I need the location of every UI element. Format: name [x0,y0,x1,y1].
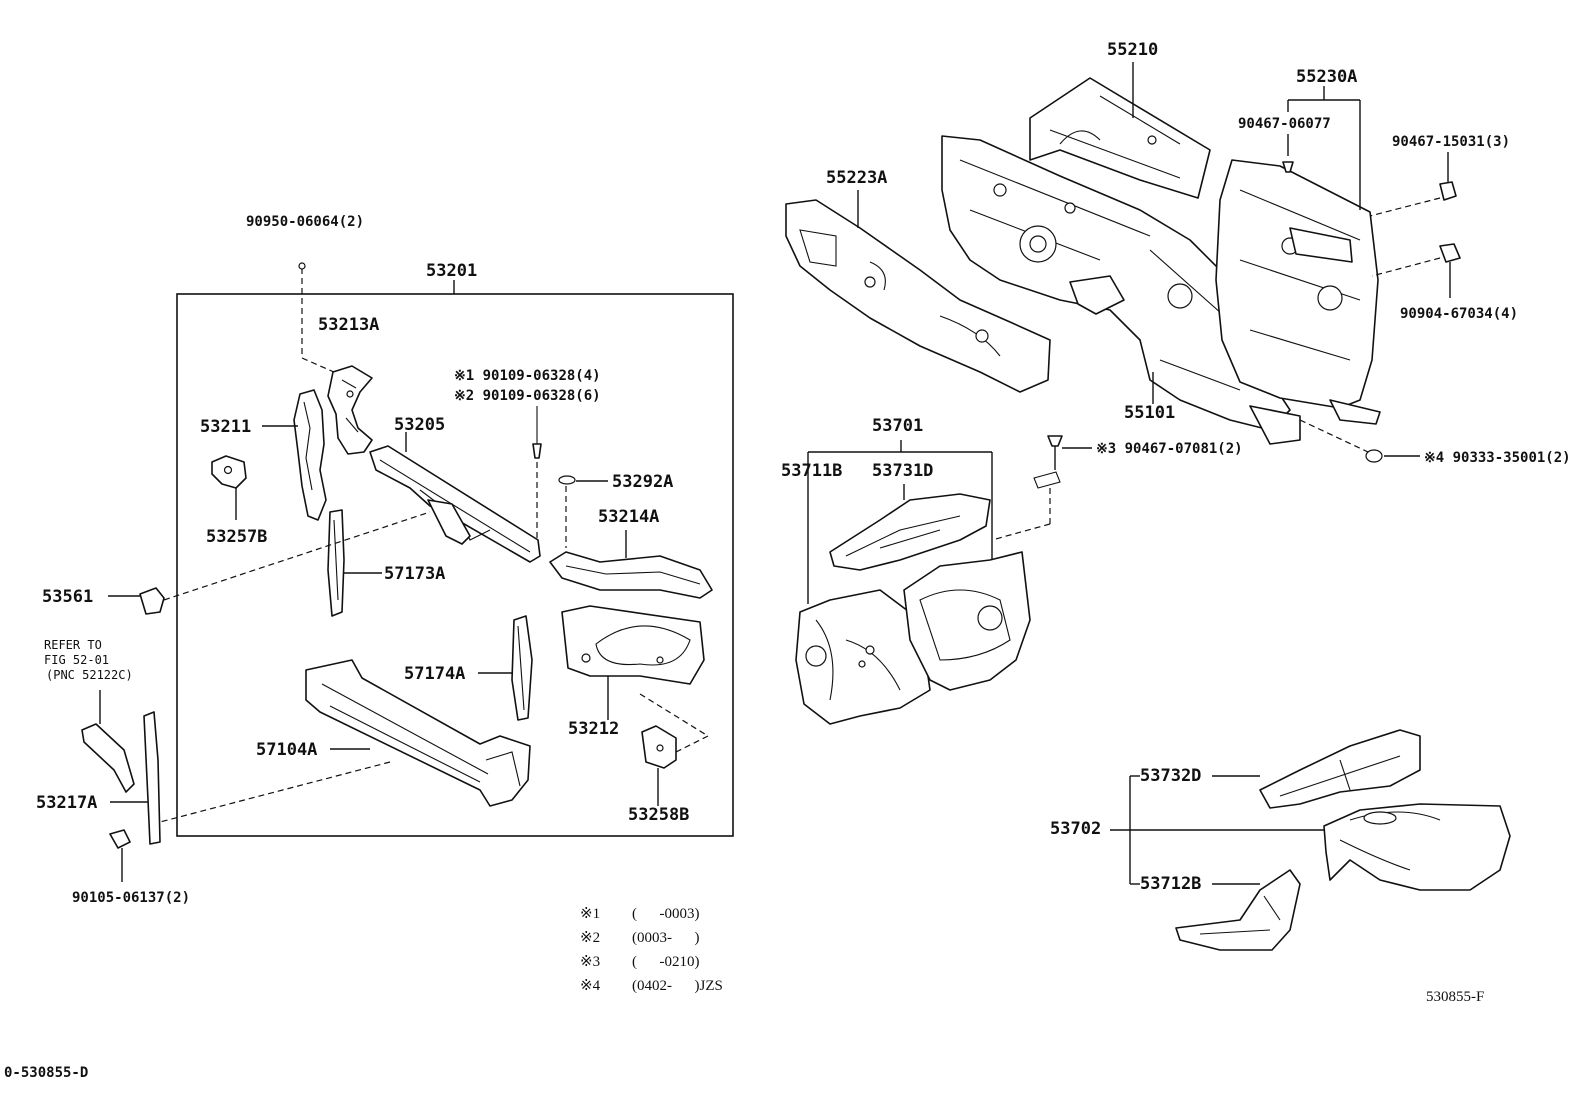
label-53711B[interactable]: 53711B [781,461,842,481]
plug-90333-icon [1365,449,1383,463]
label-53212[interactable]: 53212 [568,719,619,739]
label-90109-06328-6[interactable]: ※2 90109-06328(6) [454,388,601,404]
clip-90904-67034-icon [1439,243,1461,263]
label-90333-35001[interactable]: ※4 90333-35001(2) [1424,450,1571,466]
label-90467-15031[interactable]: 90467-15031(3) [1392,134,1510,150]
label-55230A[interactable]: 55230A [1296,67,1357,87]
label-53561[interactable]: 53561 [42,587,93,607]
label-53701[interactable]: 53701 [872,416,923,436]
label-57173A[interactable]: 57173A [384,564,445,584]
label-57174A[interactable]: 57174A [404,664,465,684]
footnote-mark-3: ※3 [580,954,600,970]
footnote-mark-1: ※1 [580,906,600,922]
label-53214A[interactable]: 53214A [598,507,659,527]
figure-code: 530855-F [1426,989,1484,1005]
part-53211[interactable] [293,389,327,521]
part-53217A[interactable] [81,711,161,845]
refer-line-2: FIG 52-01 [44,653,109,667]
bolt-90109-icon [532,406,542,459]
label-53217A[interactable]: 53217A [36,793,97,813]
bolt-90950-icon [298,262,306,270]
refer-line-1: REFER TO [44,638,102,652]
part-53702-wheelhouse[interactable] [1323,803,1511,891]
part-53258B[interactable] [641,725,677,769]
label-90109-06328-4[interactable]: ※1 90109-06328(4) [454,368,601,384]
label-53213A[interactable]: 53213A [318,315,379,335]
footnote-range-1: ( -0003) [632,906,700,922]
label-53712B[interactable]: 53712B [1140,874,1201,894]
part-53205[interactable] [369,445,541,563]
part-53731D[interactable] [829,493,991,571]
label-53258B[interactable]: 53258B [628,805,689,825]
footnote-range-2: (0003- ) [632,930,700,946]
label-53732D[interactable]: 53732D [1140,766,1201,786]
clip-90467-15031-icon [1439,181,1457,201]
label-90950-06064[interactable]: 90950-06064(2) [246,214,364,230]
part-53561[interactable] [139,587,165,615]
label-53205[interactable]: 53205 [394,415,445,435]
label-53211[interactable]: 53211 [200,417,251,437]
part-53292A[interactable] [558,475,576,485]
part-55230A[interactable] [1215,159,1381,425]
part-53213A[interactable] [327,365,373,455]
label-55101[interactable]: 55101 [1124,403,1175,423]
part-57173A[interactable] [327,509,345,617]
footnote-mark-2: ※2 [580,930,600,946]
footnotes: ※1 ( -0003) ※2 (0003- ) ※3 ( -0210) ※4 (… [580,906,723,994]
assembly-frame-53201 [176,293,734,837]
label-53257B[interactable]: 53257B [206,527,267,547]
clip-90467-07081-icon [1047,435,1063,447]
part-53257B[interactable] [211,455,247,489]
part-53212[interactable] [561,605,705,685]
footnote-range-4: (0402- )JZS [632,978,723,994]
part-57174A[interactable] [511,615,533,721]
part-53732D[interactable] [1259,729,1421,809]
refer-line-3: (PNC 52122C) [46,668,133,682]
label-90105-06137[interactable]: 90105-06137(2) [72,890,190,906]
label-53731D[interactable]: 53731D [872,461,933,481]
label-57104A[interactable]: 57104A [256,740,317,760]
label-53201[interactable]: 53201 [426,261,477,281]
label-90467-06077[interactable]: 90467-06077 [1238,116,1331,132]
part-labels: 55210 55230A 90467-06077 90467-15031(3) … [36,40,1571,906]
label-90904-67034[interactable]: 90904-67034(4) [1400,306,1518,322]
bolt-90105-icon [109,829,131,849]
label-55223A[interactable]: 55223A [826,168,887,188]
diagram-code: 0-530855-D [4,1065,88,1081]
part-55210[interactable] [1029,77,1211,199]
footnote-mark-4: ※4 [580,978,601,994]
part-53711B[interactable] [795,589,931,725]
label-55210[interactable]: 55210 [1107,40,1158,60]
part-53214A[interactable] [549,551,713,599]
refer-note: REFER TO FIG 52-01 (PNC 52122C) [44,638,133,682]
label-53292A[interactable]: 53292A [612,472,673,492]
label-53702[interactable]: 53702 [1050,819,1101,839]
label-90467-07081[interactable]: ※3 90467-07081(2) [1096,441,1243,457]
footnote-range-3: ( -0210) [632,954,700,970]
clip-90467-06077-icon [1282,161,1294,173]
part-57104A[interactable] [305,659,531,807]
part-55101[interactable] [941,135,1301,445]
part-53701-wheelhouse[interactable] [903,551,1031,691]
part-53712B[interactable] [1175,869,1301,951]
part-55223A[interactable] [785,199,1051,393]
